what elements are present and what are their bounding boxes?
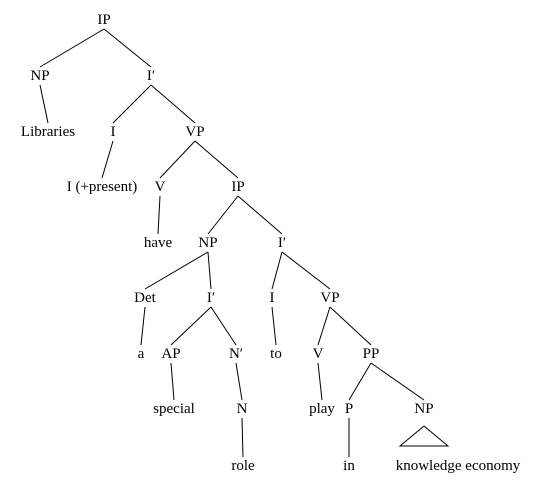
edge-i-bar-n-bar	[210, 306, 237, 346]
word-have: have	[144, 235, 173, 251]
node-np: NP	[30, 68, 49, 84]
edge-ip-np	[207, 195, 239, 235]
edge-i-bar-vp	[281, 251, 331, 290]
edge-pp-p	[348, 362, 372, 401]
node-i: I	[111, 124, 116, 140]
edge-n-role	[241, 417, 244, 458]
word-to: to	[270, 346, 282, 362]
edge-i-bar-vp	[150, 84, 196, 124]
edge-np-libraries	[39, 84, 49, 124]
edge-i-to	[271, 306, 277, 346]
word-in: in	[343, 458, 355, 474]
edge-np-det	[144, 251, 209, 290]
node-i-bar: I′	[278, 235, 286, 251]
edge-i-i-present	[101, 140, 114, 179]
edge-vp-v	[159, 140, 196, 179]
word-play: play	[309, 401, 335, 417]
edge-i-bar-i	[271, 251, 283, 290]
node-i-bar: I′	[147, 68, 155, 84]
node-ip: IP	[97, 12, 110, 28]
word-libraries: Libraries	[21, 124, 75, 140]
node-i-bar: I′	[207, 290, 215, 306]
edge-ip-i-bar	[237, 195, 283, 235]
edge-vp-pp	[329, 306, 372, 346]
node-ip: IP	[231, 179, 244, 195]
edge-np-i-bar	[207, 251, 212, 290]
node-v: V	[155, 179, 166, 195]
node-ap: AP	[161, 346, 180, 362]
edge-i-bar-ap	[170, 306, 212, 346]
node-det: Det	[134, 290, 156, 306]
edge-pp-np	[370, 362, 425, 401]
edge-vp-v	[317, 306, 331, 346]
word-a: a	[138, 346, 145, 362]
node-p: P	[345, 401, 353, 417]
triangle-knowledge-economy	[398, 425, 450, 447]
edge-n-bar-n	[235, 362, 243, 401]
node-np: NP	[198, 235, 217, 251]
node-v: V	[313, 346, 324, 362]
word-role: role	[231, 458, 255, 474]
edge-v-have	[157, 195, 161, 235]
edge-ip-np	[39, 28, 105, 68]
node-pp: PP	[363, 346, 380, 362]
edge-vp-ip	[194, 140, 239, 179]
word-knowledge-economy: knowledge economy	[396, 458, 521, 474]
word-special: special	[153, 401, 195, 417]
node-n-bar: N′	[229, 346, 243, 362]
node-vp: VP	[320, 290, 339, 306]
node-np: NP	[414, 401, 433, 417]
node-vp: VP	[185, 124, 204, 140]
edge-i-bar-i	[112, 84, 152, 124]
edge-ap-special	[170, 362, 175, 401]
word-i-present: I (+present)	[67, 179, 138, 195]
edge-v-play	[317, 362, 323, 401]
node-n: N	[237, 401, 248, 417]
edge-ip-i-bar	[103, 28, 152, 68]
node-i: I	[270, 290, 275, 306]
edge-det-a	[140, 306, 146, 346]
